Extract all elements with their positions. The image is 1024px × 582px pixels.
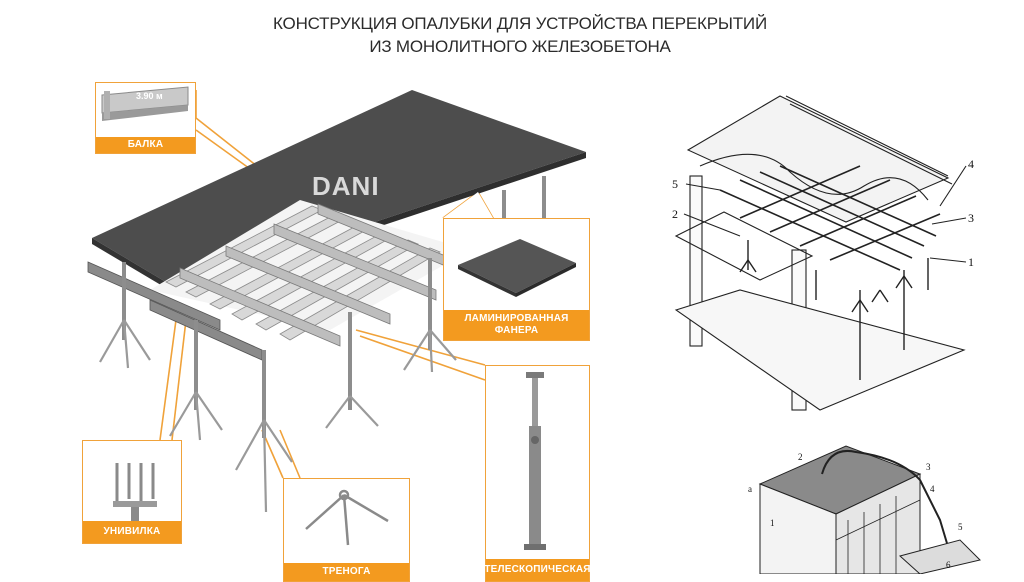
deck-edge <box>92 238 176 294</box>
beam-image <box>101 86 189 121</box>
callout-fork: УНИВИЛКА <box>82 440 182 544</box>
fork-image <box>113 463 157 523</box>
tripod-4 <box>325 395 379 429</box>
callout-plywood-label: ЛАМИНИРОВАННАЯ ФАНЕРА <box>444 310 589 340</box>
beam-m1 <box>87 261 221 331</box>
main-beams <box>87 261 263 361</box>
page-title: КОНСТРУКЦИЯ ОПАЛУБКИ ДЛЯ УСТРОЙСТВА ПЕРЕ… <box>0 12 1024 58</box>
tripod-image <box>305 489 389 546</box>
title-line-1: КОНСТРУКЦИЯ ОПАЛУБКИ ДЛЯ УСТРОЙСТВА ПЕРЕ… <box>273 14 767 33</box>
callout-beam-label: БАЛКА <box>96 137 195 153</box>
leader-prop-2 <box>359 335 486 381</box>
callout-tripod-label: ТРЕНОГА <box>284 563 409 581</box>
secondary-beams <box>165 205 441 341</box>
beam-marking: 3.90 м <box>136 91 163 101</box>
tripods <box>99 319 457 513</box>
tripod-1 <box>99 319 151 369</box>
callout-fork-label: УНИВИЛКА <box>83 521 181 543</box>
beam-c1 <box>179 267 341 347</box>
brand-logo: DANI <box>312 171 380 201</box>
callout-plywood: ЛАМИНИРОВАННАЯ ФАНЕРА <box>443 218 590 341</box>
beam-c2 <box>225 245 391 325</box>
title-line-2: ИЗ МОНОЛИТНОГО ЖЕЛЕЗОБЕТОНА <box>369 37 671 56</box>
leader-tripod-2 <box>279 429 301 479</box>
tripod-3 <box>235 419 293 513</box>
leader-prop <box>355 329 486 366</box>
cross-beams <box>179 203 481 347</box>
beam-c3 <box>273 223 437 301</box>
callout-beam: 3.90 м БАЛКА <box>95 82 196 154</box>
leader-fork <box>159 319 177 441</box>
callout-tripod: ТРЕНОГА <box>283 478 410 582</box>
leader-fork-2 <box>171 319 187 441</box>
prop-image <box>524 372 546 550</box>
tripod-5 <box>403 329 457 373</box>
callout-prop: ТЕЛЕСКОПИЧЕСКАЯ <box>484 365 590 582</box>
deck-top <box>92 90 586 288</box>
plywood-image <box>458 239 576 297</box>
callout-prop-label: ТЕЛЕСКОПИЧЕСКАЯ <box>484 559 590 581</box>
tripod-2 <box>169 391 223 441</box>
